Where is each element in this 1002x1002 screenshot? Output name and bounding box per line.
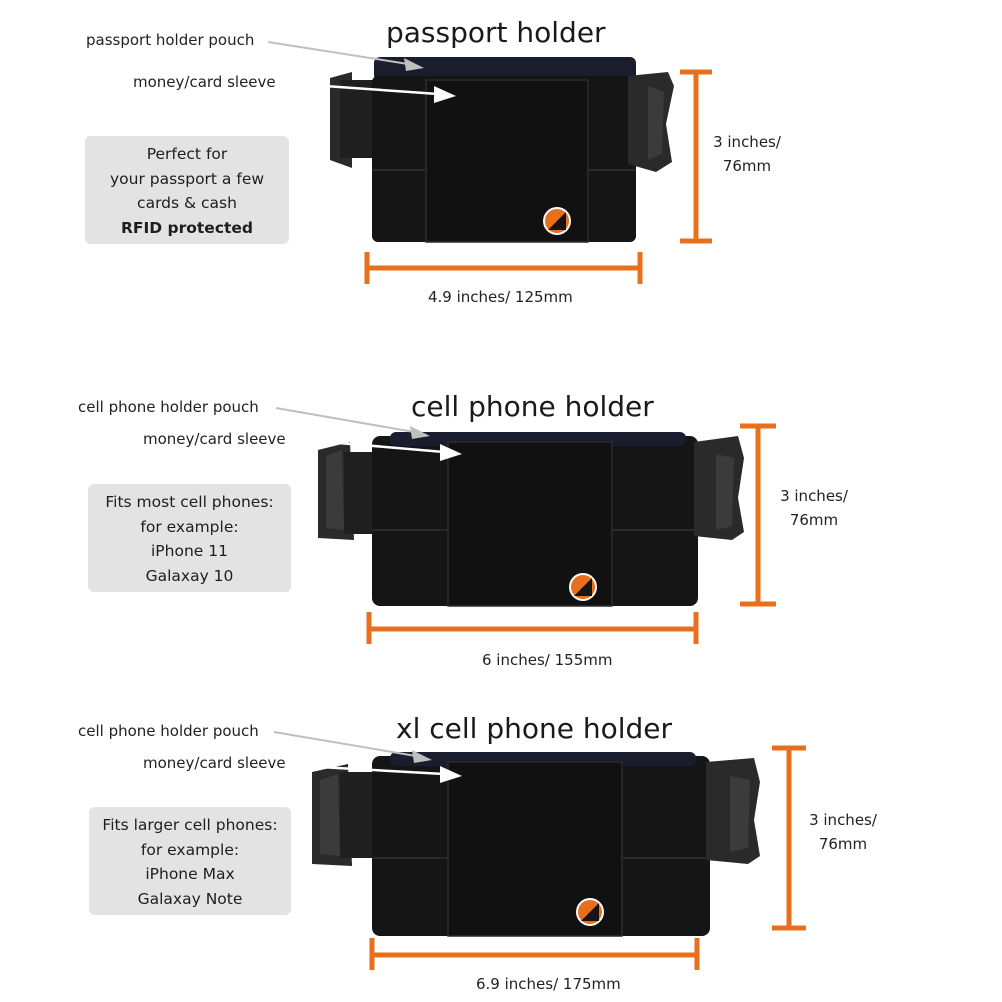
width-dimension-line: [364, 252, 643, 284]
brand-logo-icon: [543, 207, 571, 235]
info-line: cards & cash: [137, 194, 237, 212]
height-dimension-label: 3 inches/ 76mm: [780, 487, 848, 529]
section-title: cell phone holder: [411, 390, 654, 423]
callout-arrow-sleeve: [303, 438, 462, 461]
pouch-top: [374, 57, 636, 81]
info-line: for example:: [140, 840, 240, 859]
brand-logo-icon: [576, 898, 604, 926]
section-title: passport holder: [386, 16, 606, 49]
info-line: Perfect for: [146, 145, 228, 163]
callout-arrow-pouch: [267, 41, 424, 71]
height-dimension-line: [772, 745, 806, 931]
info-line: Fits most cell phones:: [105, 493, 274, 511]
xl-cell-phone-holder-illustration: [273, 731, 806, 970]
passport-holder-illustration: [267, 41, 712, 284]
sleeve-callout-label: money/card sleeve: [133, 73, 276, 91]
section-passport-holder: passport holder passport holder pouch mo…: [0, 0, 1002, 320]
callout-arrow-sleeve: [301, 764, 462, 783]
rfid-label: RFID protected: [120, 218, 254, 237]
callout-arrow-pouch: [273, 731, 432, 763]
info-box: Perfect for your passport a few cards & …: [85, 136, 289, 244]
info-line: Galaxay Note: [137, 889, 243, 908]
info-line: Fits larger cell phones:: [102, 816, 278, 834]
section-cell-phone-holder: cell phone holder cell phone holder pouc…: [0, 380, 1002, 680]
callout-arrow-sleeve: [295, 82, 456, 103]
sleeve-callout-label: money/card sleeve: [143, 754, 286, 772]
width-dimension-line: [369, 938, 700, 970]
pouch-callout-label: passport holder pouch: [86, 31, 255, 49]
info-line: iPhone Max: [145, 865, 235, 883]
info-line: your passport a few: [109, 169, 265, 188]
info-box: Fits larger cell phones: for example: iP…: [89, 807, 291, 915]
section-xl-cell-phone-holder: xl cell phone holder cell phone holder p…: [0, 700, 1002, 1002]
callout-arrow-pouch: [275, 407, 430, 439]
width-dimension-label: 6 inches/ 155mm: [482, 651, 613, 669]
info-box: Fits most cell phones: for example: iPho…: [88, 484, 291, 592]
pouch-callout-label: cell phone holder pouch: [78, 398, 259, 416]
pouch-callout-label: cell phone holder pouch: [78, 722, 259, 740]
section-title: xl cell phone holder: [396, 712, 673, 745]
height-dimension-line: [740, 423, 776, 607]
info-line: iPhone 11: [151, 542, 228, 560]
width-dimension-label: 6.9 inches/ 175mm: [476, 975, 621, 993]
width-dimension-label: 4.9 inches/ 125mm: [428, 288, 573, 306]
height-dimension-line: [680, 69, 712, 244]
height-dimension-label: 3 inches/ 76mm: [809, 811, 877, 853]
width-dimension-line: [366, 612, 699, 644]
height-dimension-label: 3 inches/ 76mm: [713, 133, 781, 175]
info-line: Galaxay 10: [145, 566, 234, 585]
cell-phone-holder-illustration: [275, 407, 776, 644]
sleeve-callout-label: money/card sleeve: [143, 430, 286, 448]
info-line: for example:: [140, 517, 239, 536]
brand-logo-icon: [569, 573, 597, 601]
